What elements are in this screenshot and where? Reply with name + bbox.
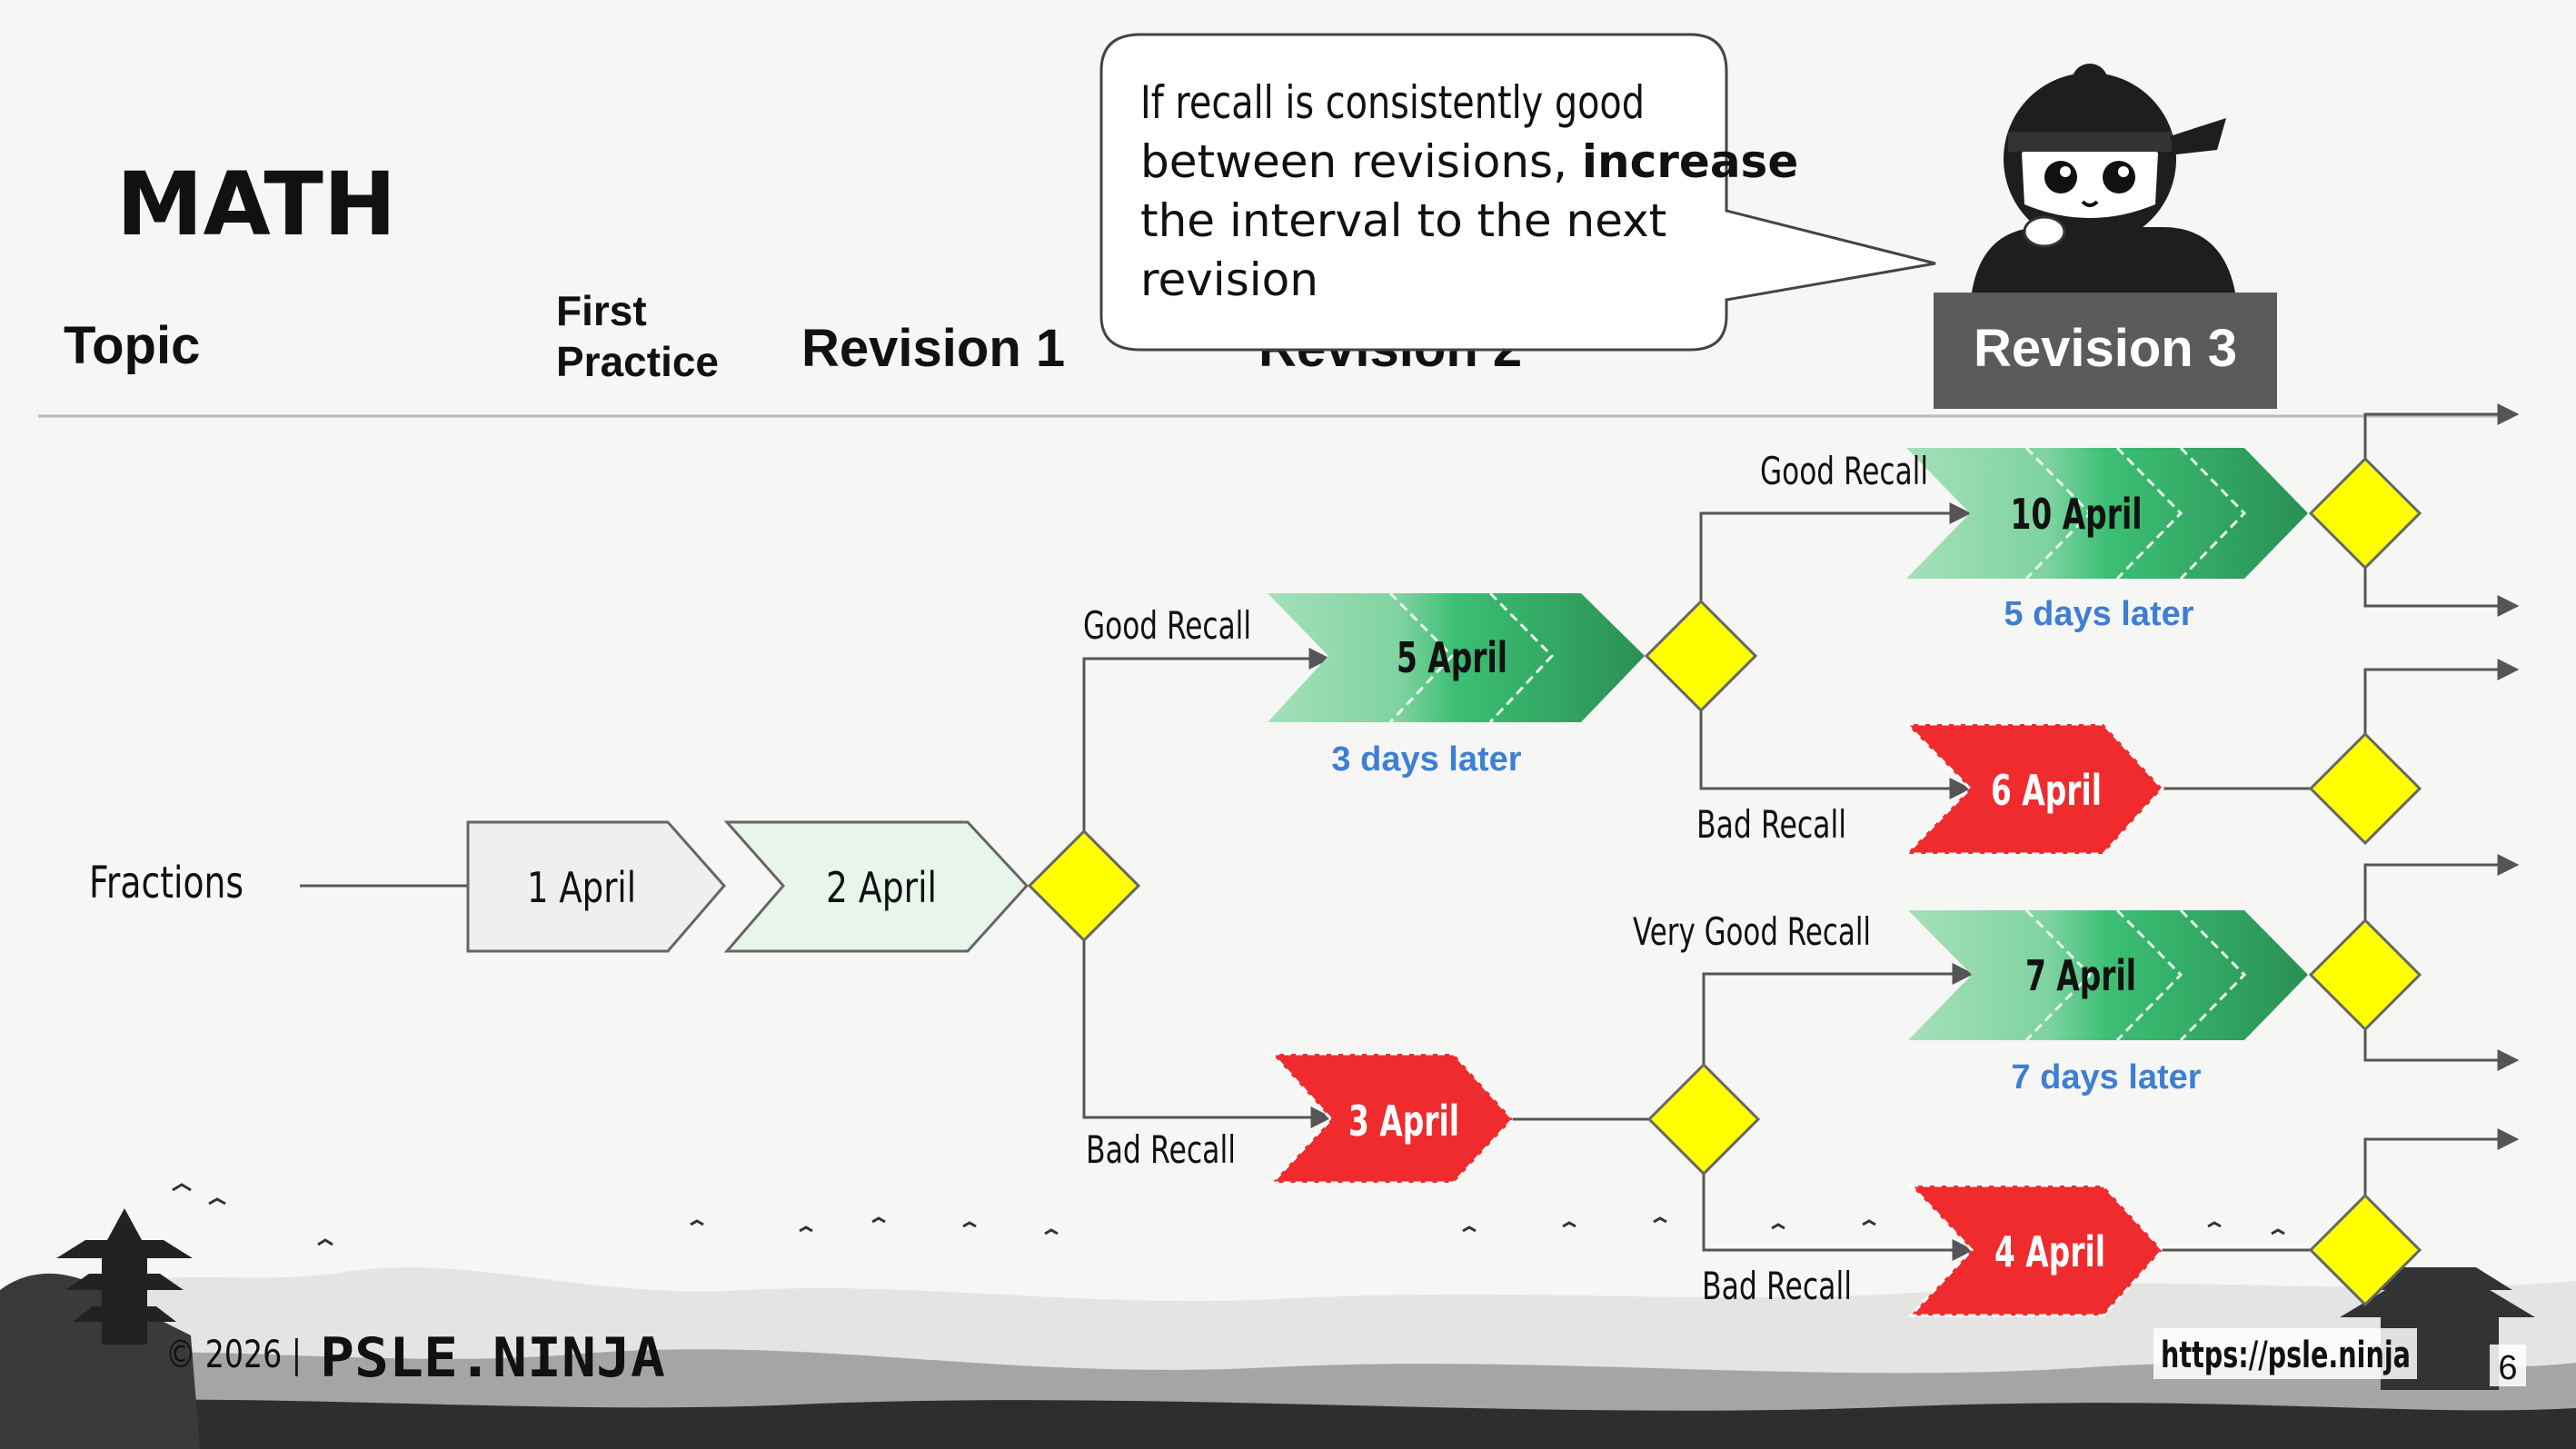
pagoda-left-icon (56, 1208, 193, 1345)
node-4-april-label: 4 April (1994, 1227, 2105, 1276)
branch-label-good-recall-2: Good Recall (1760, 449, 1928, 493)
header-first-practice-line1: First (556, 287, 647, 334)
branch-label-bad-recall-3: Bad Recall (1702, 1264, 1852, 1308)
birds-decoration (172, 1183, 2285, 1246)
page-title: MATH (116, 154, 396, 255)
node-5-april-label: 5 April (1397, 633, 1507, 682)
node-7-april-label: 7 April (2025, 951, 2136, 1000)
node-3-april (1268, 1052, 1516, 1185)
decision-diamond-2 (1644, 599, 1758, 713)
page-number-backdrop (2490, 1345, 2526, 1386)
node-1-april-label: 1 April (527, 863, 636, 912)
footer-url-backdrop (2153, 1328, 2417, 1379)
interval-7-days: 7 days later (2011, 1058, 2201, 1097)
callout-text: If recall is consistently good (1140, 76, 1645, 129)
header-revision-3: Revision 3 (1974, 319, 2237, 378)
node-7-april (1908, 908, 2308, 1042)
decision-diamond-1 (1027, 829, 1141, 943)
callout-line-2-pre: between revisions, (1140, 135, 1582, 188)
decision-diamond-3 (1646, 1062, 1761, 1176)
connector-lines (300, 403, 2520, 1261)
footer-brand-logo: PSLE.NINJA (320, 1326, 665, 1390)
decision-diamond-6 (2308, 918, 2422, 1032)
callout-line-2-bold: increase (1582, 135, 1798, 188)
branch-label-bad-recall-1: Bad Recall (1086, 1127, 1236, 1172)
decision-diamond-5 (2308, 731, 2422, 846)
node-4-april (1907, 1184, 2165, 1317)
node-6-april (1903, 722, 2165, 856)
callout-line-4: revision (1140, 253, 1318, 306)
header-topic: Topic (64, 316, 200, 375)
decision-diamond-7 (2308, 1193, 2422, 1307)
node-2-april (723, 820, 1029, 953)
callout-line-3: the interval to the next (1140, 194, 1666, 247)
footer-url-link[interactable]: https://psle.ninja (2161, 1335, 2411, 1376)
pagoda-right-icon (2340, 1267, 2535, 1390)
node-6-april-label: 6 April (1991, 766, 2102, 815)
decision-diamonds (1027, 456, 2422, 1307)
node-2-april-label: 2 April (826, 863, 937, 912)
node-10-april (1906, 446, 2308, 581)
header-first-practice-line2: Practice (556, 338, 719, 385)
branch-label-good-recall-1: Good Recall (1083, 603, 1251, 648)
header-revision-3-box (1934, 293, 2277, 409)
decision-diamond-4 (2308, 456, 2422, 571)
interval-5-days: 5 days later (2004, 595, 2193, 633)
node-5-april (1268, 591, 1645, 724)
page-number: 6 (2498, 1349, 2517, 1387)
branch-label-bad-recall-2: Bad Recall (1696, 802, 1846, 847)
header-revision-1: Revision 1 (801, 319, 1065, 378)
branch-label-very-good-recall: Very Good Recall (1633, 909, 1871, 954)
speech-bubble (1099, 33, 1936, 352)
interval-3-days: 3 days later (1331, 740, 1521, 779)
footer-copyright: © 2026 | (165, 1332, 302, 1376)
node-10-april-label: 10 April (2011, 490, 2143, 539)
node-3-april-label: 3 April (1348, 1097, 1459, 1146)
ninja-mascot-icon (1972, 64, 2235, 293)
callout-line-2: between revisions, increase (1140, 135, 1798, 188)
callout-line-1: If recall is consistently good (1140, 76, 1645, 129)
topic-fractions: Fractions (89, 858, 244, 908)
node-1-april (466, 820, 726, 953)
